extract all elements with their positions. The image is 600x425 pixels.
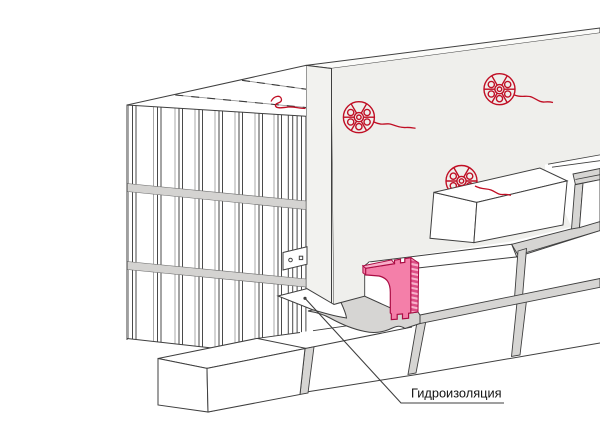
svg-text:Гидроизоляция: Гидроизоляция — [411, 386, 502, 401]
